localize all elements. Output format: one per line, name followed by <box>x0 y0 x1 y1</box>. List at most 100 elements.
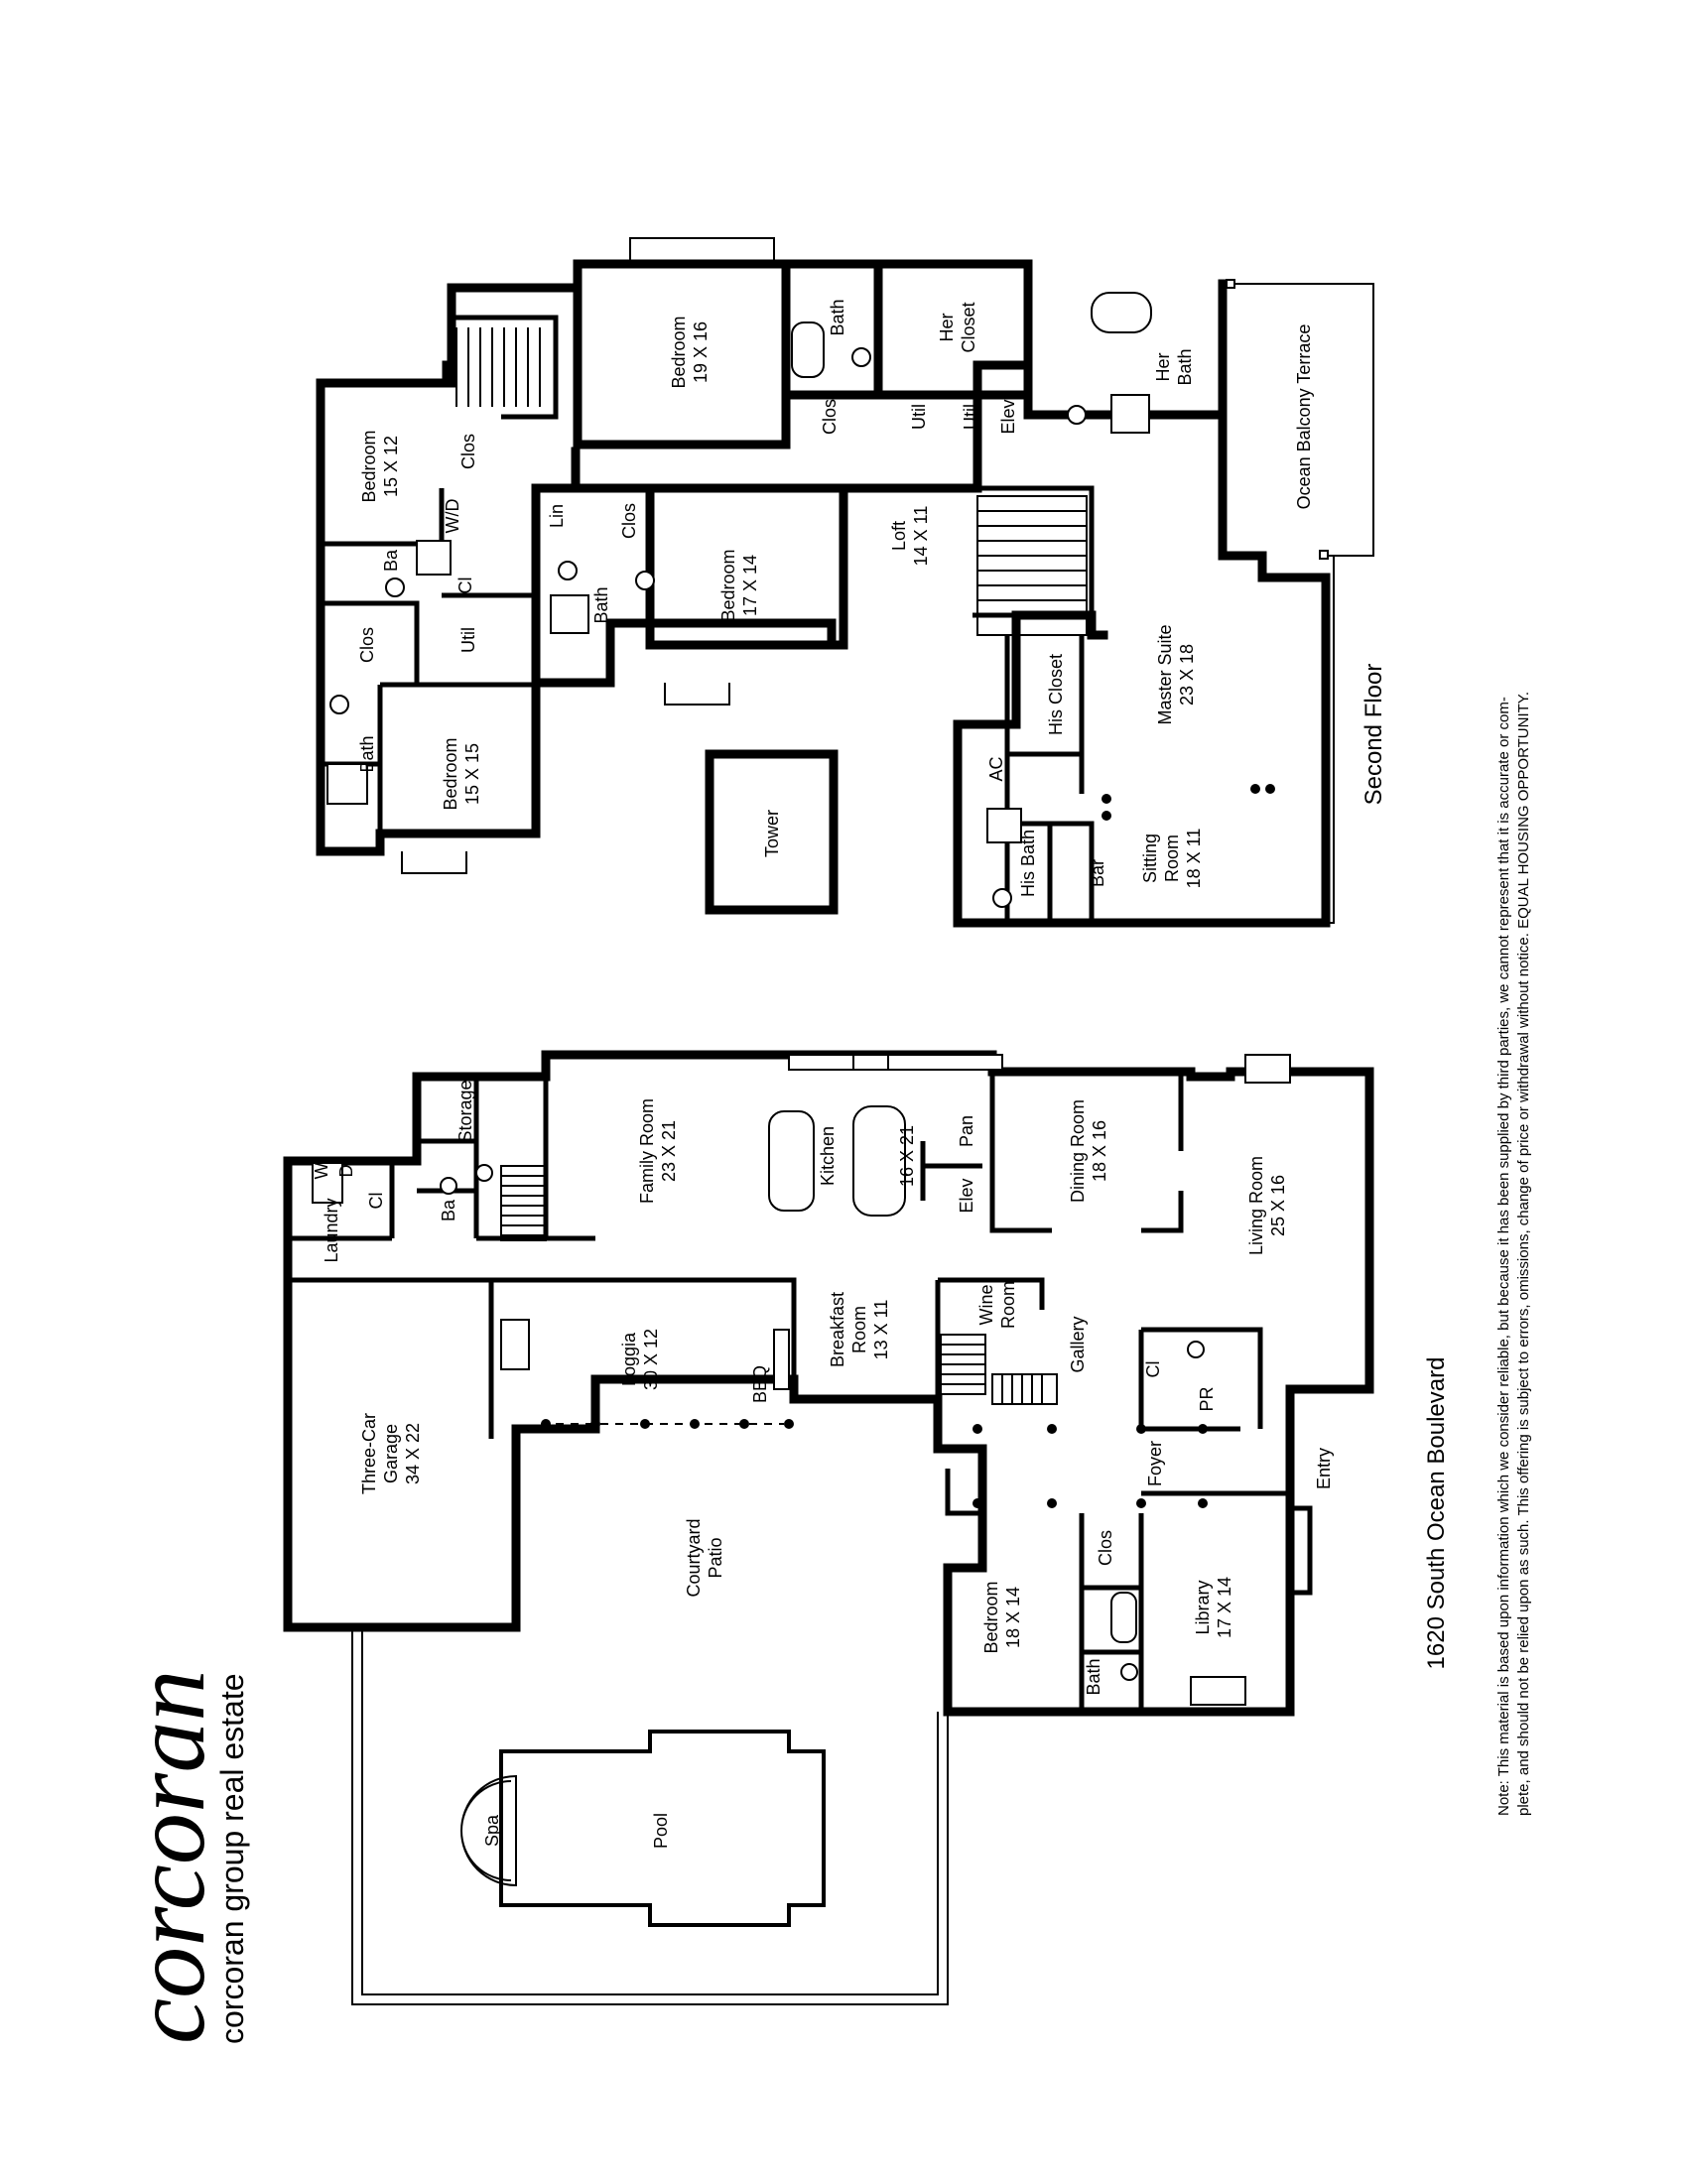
label-library: Library <box>1193 1580 1213 1634</box>
label-family-room: Family Room <box>637 1098 657 1204</box>
main-stair <box>976 495 1088 636</box>
label-clos-c: Clos <box>619 503 639 539</box>
ocean-balcony-terrace-rail <box>1223 283 1374 924</box>
toilet-bedroom-17x14 <box>635 571 655 590</box>
label-cl-laundry: Cl <box>366 1193 386 1210</box>
column-master-4 <box>1265 784 1275 794</box>
label-sitting-room-2: Room <box>1162 835 1182 882</box>
size-bedroom-15x12: 15 X 12 <box>381 436 401 497</box>
tub-bedroom-bath <box>1110 1592 1137 1643</box>
label-entry: Entry <box>1314 1448 1334 1489</box>
shower-his-bath <box>986 808 1022 843</box>
column-master-2 <box>1102 811 1111 821</box>
label-pool: Pool <box>651 1813 671 1849</box>
size-living-room: 25 X 16 <box>1268 1175 1288 1236</box>
label-spa: Spa <box>482 1814 502 1847</box>
label-foyer: Foyer <box>1145 1441 1165 1486</box>
balcony-post-top <box>1226 279 1235 289</box>
label-wd: W/D <box>443 499 462 534</box>
washer-dryer <box>312 1162 343 1204</box>
label-bedroom-first: Bedroom <box>981 1581 1001 1653</box>
label-clos-first: Clos <box>1096 1530 1115 1566</box>
main-stair-treads <box>977 510 1087 616</box>
bbq-unit <box>773 1329 790 1390</box>
kitchen-island-2 <box>852 1105 906 1217</box>
note-line-1: Note: This material is based upon inform… <box>1495 697 1512 1816</box>
upper-stair-treads <box>455 327 541 407</box>
toilet-pr <box>1187 1341 1205 1358</box>
bedroom-17x14-walls <box>531 483 848 688</box>
label-elev-first: Elev <box>957 1178 976 1213</box>
first-floor-stairs <box>500 1165 1058 1405</box>
balcony-post-bottom <box>1319 550 1329 560</box>
size-dining-room: 18 X 16 <box>1090 1120 1109 1182</box>
toilet-bath-b <box>558 561 578 580</box>
master-suite-walls <box>1004 635 1095 923</box>
fireplace-library <box>1190 1676 1246 1706</box>
label-bar: Bar <box>1088 859 1107 887</box>
tower-walls <box>705 749 839 915</box>
first-floor-outer-wall <box>283 1050 1374 1717</box>
label-tower: Tower <box>762 810 782 857</box>
size-bedroom-19x16: 19 X 16 <box>691 321 711 383</box>
family-kitchen-walls <box>476 1077 982 1241</box>
pool-outline <box>499 1730 826 1927</box>
courtyard-boundary <box>351 1627 949 2005</box>
label-courtyard-patio: Courtyard <box>684 1518 704 1597</box>
bedroom-library-walls <box>1079 1513 1144 1712</box>
toilet-bath-c <box>851 347 871 367</box>
label-breakfast-room: Breakfast <box>828 1292 847 1367</box>
laundry-storage-walls <box>288 1077 479 1241</box>
label-bath-first: Bath <box>1084 1658 1103 1695</box>
label-bath-b: Bath <box>591 586 611 623</box>
dining-living-walls <box>989 1072 1184 1233</box>
label-storage: Storage <box>455 1080 475 1142</box>
size-family-room: 23 X 21 <box>659 1120 679 1182</box>
toilet-her-bath <box>1067 405 1087 425</box>
fireplace-living <box>1244 1054 1291 1084</box>
label-sitting-room: Sitting <box>1140 834 1160 883</box>
size-loggia: 30 X 12 <box>641 1329 661 1390</box>
label-three-car-garage-2: Garage <box>381 1424 401 1483</box>
label-cl: Cl <box>455 578 475 594</box>
size-loft: 14 X 11 <box>911 506 931 567</box>
toilet-bedroom-bath <box>1120 1663 1138 1681</box>
foyer-walls <box>945 1389 1313 1596</box>
tub-her-bath <box>1091 292 1152 333</box>
first-floor-left-wall <box>283 1072 422 1285</box>
label-ac: AC <box>986 756 1006 781</box>
disclaimer-note: Note: This material is based upon inform… <box>1495 692 1532 1816</box>
label-bedroom-15x15: Bedroom <box>441 737 460 810</box>
label-cl-gallery: Cl <box>1143 1361 1163 1378</box>
second-floor-title: Second Floor <box>1361 664 1387 806</box>
toilet-bath-a <box>329 695 349 714</box>
size-sitting-room: 18 X 11 <box>1184 829 1204 889</box>
label-his-bath: His Bath <box>1018 830 1038 897</box>
size-breakfast-room: 13 X 11 <box>871 1300 891 1360</box>
label-bedroom-17x14: Bedroom <box>718 549 738 621</box>
label-bath-a: Bath <box>357 735 377 772</box>
size-bedroom-15x15: 15 X 15 <box>462 743 482 805</box>
shower-bath-b <box>550 594 589 634</box>
label-d: D <box>336 1165 356 1178</box>
label-loggia: Loggia <box>619 1332 639 1386</box>
shower-bath-a <box>326 763 368 805</box>
label-ocean-balcony-terrace: Ocean Balcony Terrace <box>1294 324 1314 510</box>
label-dining-room: Dining Room <box>1068 1099 1088 1203</box>
toilet-ba <box>385 578 405 597</box>
foyer-columns <box>972 1424 1208 1508</box>
label-bedroom-19x16: Bedroom <box>669 316 689 388</box>
toilet-his-bath <box>992 888 1012 908</box>
label-util-b: Util <box>909 404 929 430</box>
size-library: 17 X 14 <box>1215 1577 1234 1638</box>
label-clos-a: Clos <box>458 434 478 469</box>
bay-window-bedroom-15x15 <box>401 851 467 874</box>
second-floor-plan: Bedroom 15 X 12 Clos W/D Ba Cl Clos Util… <box>316 237 1387 928</box>
label-her-closet: Her <box>937 313 957 341</box>
garage-loggia-divider <box>288 1277 797 1439</box>
label-laundry: Laundry <box>322 1198 341 1262</box>
bay-window-bedroom-17x14 <box>664 683 730 706</box>
label-three-car-garage: Three-Car <box>359 1413 379 1494</box>
label-ba-first: Ba <box>439 1199 458 1221</box>
